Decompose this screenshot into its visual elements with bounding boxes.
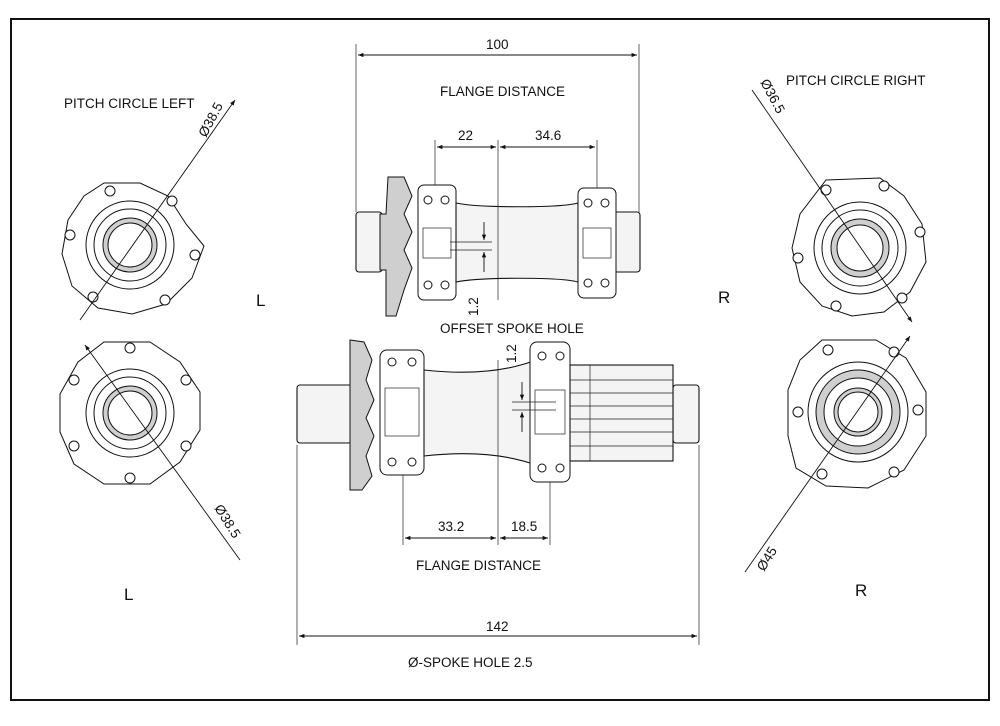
- rear-left-end-view: [59, 341, 241, 561]
- rear-dimensions: [296, 360, 700, 645]
- front-right-end-view: [751, 89, 927, 323]
- rear-flange-distance-label: FLANGE DISTANCE: [416, 558, 541, 573]
- front-left-flange-dimension: 22: [458, 128, 473, 143]
- offset-spoke-hole-label: OFFSET SPOKE HOLE: [440, 321, 584, 336]
- rear-offset-dimension: 1.2: [504, 344, 519, 363]
- spoke-hole-label: Ø-SPOKE HOLE 2.5: [408, 655, 533, 670]
- rear-left-side-mark: L: [124, 585, 133, 604]
- rear-right-side-mark: R: [855, 581, 867, 600]
- rear-hub-side-view: [296, 339, 700, 491]
- rear-right-flange-dimension: 18.5: [511, 519, 537, 534]
- front-flange-distance-label: FLANGE DISTANCE: [440, 84, 565, 99]
- pitch-circle-right-label: PITCH CIRCLE RIGHT: [786, 73, 926, 88]
- front-hub-side-view: [355, 176, 641, 317]
- rear-left-flange-dimension: 33.2: [438, 519, 464, 534]
- pcd-front-right: Ø36.5: [757, 76, 788, 116]
- front-right-side-mark: R: [718, 288, 730, 307]
- front-dimensions: [355, 44, 640, 300]
- front-left-end-view: [61, 99, 236, 321]
- rear-overall-dimension: 142: [486, 619, 509, 634]
- rear-right-end-view: [744, 335, 927, 573]
- pcd-rear-left: Ø38.5: [211, 502, 243, 541]
- front-overall-dimension: 100: [486, 37, 509, 52]
- pitch-circle-left-label: PITCH CIRCLE LEFT: [64, 96, 195, 111]
- front-right-flange-dimension: 34.6: [535, 128, 561, 143]
- front-offset-dimension: 1.2: [466, 297, 481, 316]
- pcd-rear-right: Ø45: [754, 544, 780, 574]
- front-left-side-mark: L: [256, 291, 265, 310]
- drawing-border: [10, 18, 990, 701]
